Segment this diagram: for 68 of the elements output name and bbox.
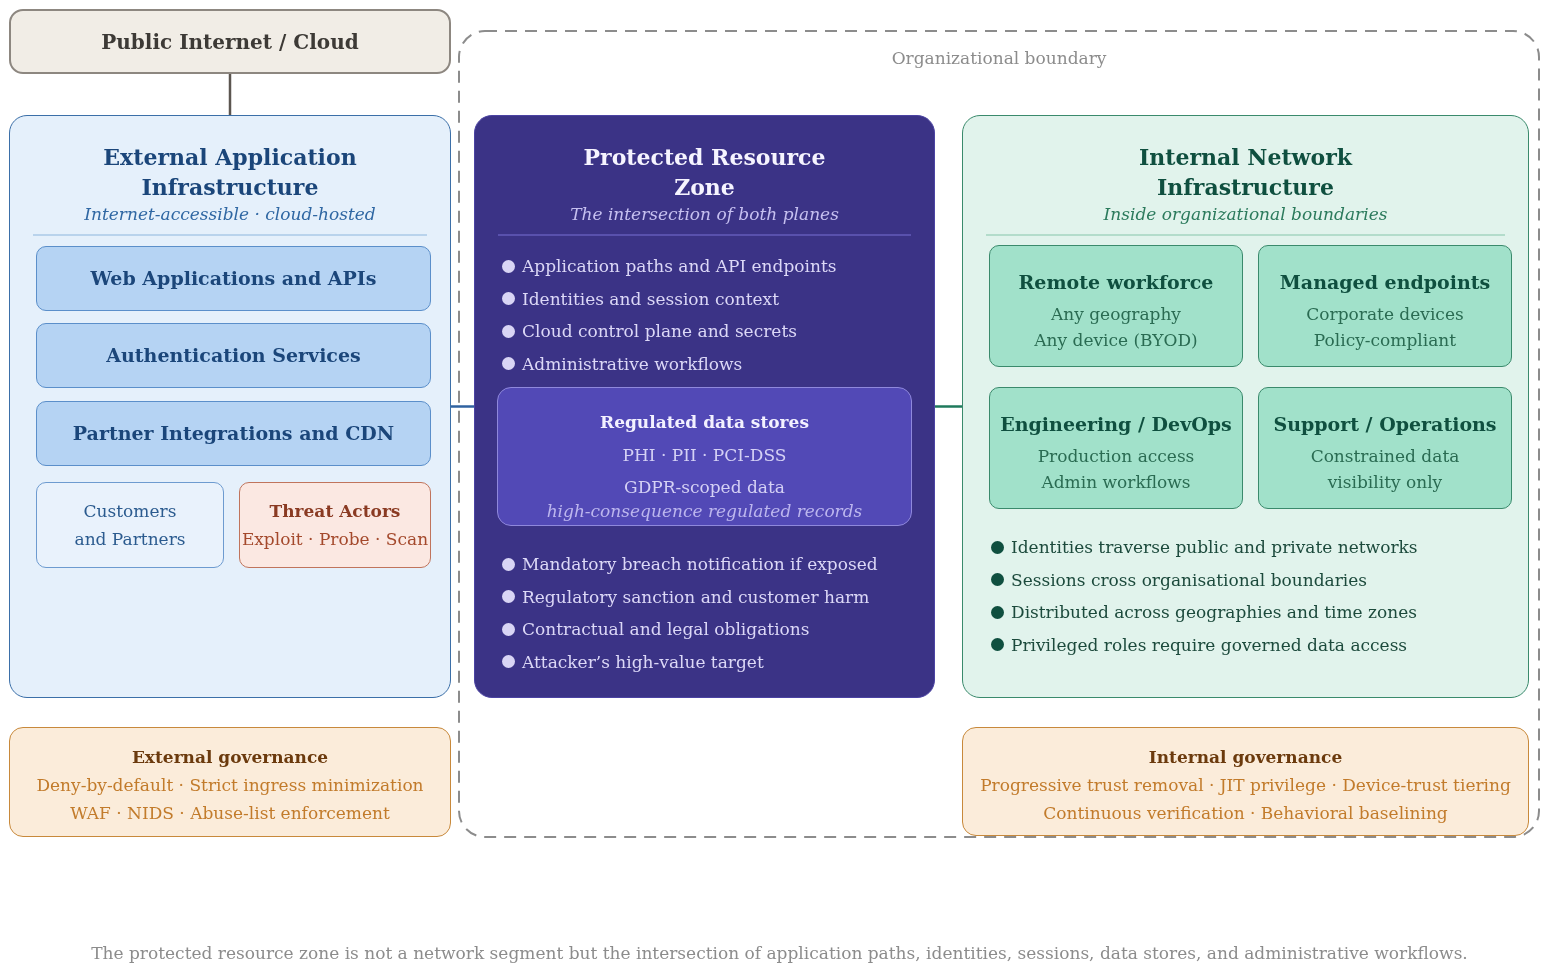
bullet-text: Attacker’s high-value target: [522, 650, 764, 674]
box-text: Any geography: [1051, 303, 1181, 326]
box-text: Exploit · Probe · Scan: [241, 528, 429, 551]
box-title: Managed endpoints: [1279, 270, 1491, 295]
role-box: [1258, 245, 1512, 367]
service-box: [36, 246, 431, 311]
box-title: Remote workforce: [1018, 270, 1214, 295]
box-text: Constrained data visibility only: [1309, 445, 1461, 494]
actor-box: [36, 482, 224, 568]
box-text: Production access: [1037, 445, 1195, 468]
boundary-label: Organizational boundary: [891, 47, 1107, 70]
service-box: [36, 323, 431, 388]
box-label: Customers and Partners: [73, 500, 187, 551]
box-text: Policy-compliant: [1313, 329, 1457, 352]
boundary-region: [458, 30, 1540, 838]
zone-panel: [9, 115, 451, 698]
box-text: WAF · NIDS · Abuse-list enforcement: [70, 802, 390, 825]
bullet-text: Privileged roles require governed data access: [1011, 633, 1408, 657]
zone-panel: [962, 115, 1529, 698]
bullet-text: Mandatory breach notification if exposed: [522, 553, 878, 577]
box-text: Corporate devices: [1306, 303, 1464, 326]
box-text: Admin workflows: [1041, 471, 1191, 494]
box-title: Internal governance: [1148, 746, 1343, 769]
network-box: [9, 9, 451, 74]
actor-box: [239, 482, 431, 568]
box-label: Authentication Services: [106, 343, 361, 369]
bullet-text: Administrative workflows: [522, 352, 743, 376]
bullet-text: Contractual and legal obligations: [522, 618, 810, 642]
box-label: Partner Integrations and CDN: [72, 421, 395, 447]
connector-line: [451, 405, 474, 408]
box-title: External governance: [131, 746, 329, 769]
box-title: Support / Operations: [1273, 412, 1497, 437]
governance-box: [9, 727, 451, 837]
caption: The protected resource zone is not a network segment but the intersection of application paths, identities, sessions, data stores, and administrative workflows.: [91, 942, 1468, 965]
box-text: high-consequence regulated records: [546, 503, 863, 519]
box-title: Engineering / DevOps: [1000, 412, 1232, 437]
bullet-text: Sessions cross organisational boundaries: [1011, 568, 1368, 592]
panel-subtitle: Internet-accessible · cloud-hosted: [84, 203, 376, 226]
role-box: [989, 245, 1243, 367]
service-box: [36, 401, 431, 466]
panel-title: Protected Resource Zone: [582, 143, 827, 202]
connector-line: [228, 74, 232, 115]
bullet-text: Identities traverse public and private networks: [1011, 536, 1418, 560]
bullet-text: Identities and session context: [522, 287, 779, 311]
box-label: Web Applications and APIs: [90, 266, 377, 292]
zone-panel: [474, 115, 935, 698]
governance-box: [962, 727, 1529, 836]
role-box: [1258, 387, 1512, 509]
box-label: Public Internet / Cloud: [101, 28, 359, 56]
bullet-text: Regulatory sanction and customer harm: [522, 585, 870, 609]
panel-subtitle: The intersection of both planes: [570, 203, 839, 226]
bullet-text: Distributed across geographies and time zones: [1011, 601, 1417, 625]
connector-line: [935, 405, 962, 408]
box-title: Regulated data stores: [600, 411, 809, 434]
box-text: Deny-by-default · Strict ingress minimization: [36, 774, 424, 797]
panel-title: Internal Network Infrastructure: [1138, 143, 1354, 202]
box-text: Continuous verification · Behavioral baselining: [1043, 802, 1448, 825]
box-title: Threat Actors: [269, 500, 401, 523]
box-text: GDPR-scoped data: [624, 476, 785, 499]
bullet-text: Application paths and API endpoints: [522, 255, 837, 279]
panel-subtitle: Inside organizational boundaries: [1103, 203, 1388, 226]
box-text: PHI · PII · PCI-DSS: [622, 444, 787, 467]
box-text: Progressive trust removal · JIT privilege · Device-trust tiering: [980, 774, 1511, 797]
box-text: Any device (BYOD): [1034, 329, 1198, 352]
data-store-box: [497, 387, 912, 526]
panel-title: External Application Infrastructure: [102, 143, 358, 202]
bullet-text: Cloud control plane and secrets: [522, 320, 797, 344]
role-box: [989, 387, 1243, 509]
